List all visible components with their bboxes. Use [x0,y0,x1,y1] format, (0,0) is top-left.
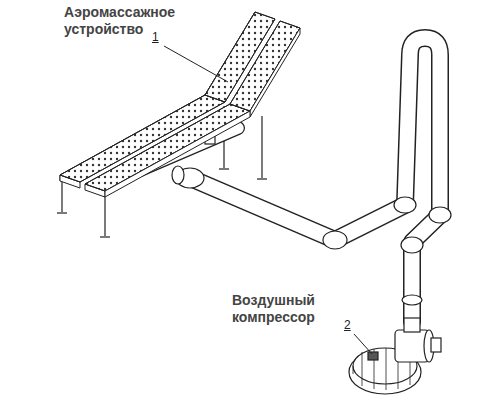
air-compressor [349,318,441,394]
part-label: Аэромассажное устройство [64,4,199,38]
leader-lines [164,46,372,354]
air-pipe [140,38,451,322]
callout-number: 1 [152,30,159,44]
callout-number: 2 [344,318,351,332]
lounger [60,12,300,197]
part-label: Воздушный компрессор [232,292,344,326]
